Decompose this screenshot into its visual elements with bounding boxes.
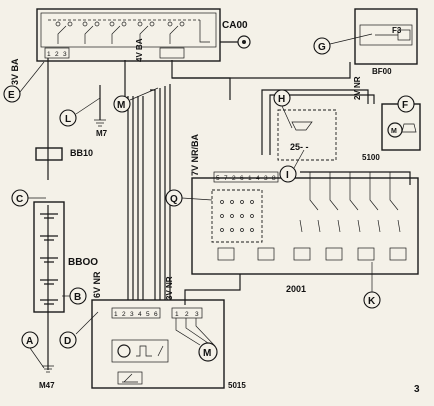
- callout-b: B: [62, 287, 87, 305]
- c5015-pin-6: 6: [154, 311, 158, 318]
- svg-text:Q: Q: [170, 194, 178, 205]
- c2001-label: 2001: [286, 284, 306, 294]
- m7-ground: M7: [94, 85, 108, 138]
- wire-7v-nrba-label: 7V NR/BA: [190, 133, 200, 176]
- ca00-label: CA00: [222, 20, 248, 31]
- bf00-label: BF00: [372, 67, 392, 76]
- c2001-pin-2: 2: [232, 175, 236, 182]
- callout-q: Q: [165, 189, 213, 207]
- dashed-relay-box: 25- -: [277, 109, 337, 161]
- bb10-connector: BB10: [35, 147, 93, 161]
- c2001-pin-0: 5: [216, 175, 220, 182]
- bb10-label: BB10: [70, 148, 93, 158]
- f3-label: F3: [392, 26, 402, 35]
- left-vertical-wire: [42, 58, 54, 373]
- main-harness: [122, 60, 351, 300]
- c5015-label: 5015: [228, 381, 246, 390]
- c2001-pin-5: 4: [256, 175, 260, 182]
- svg-text:M: M: [391, 128, 397, 135]
- svg-text:C: C: [16, 194, 23, 205]
- svg-text:M: M: [203, 348, 211, 359]
- bboo-battery: BBOO: [33, 201, 98, 313]
- svg-text:I: I: [286, 170, 289, 181]
- ca00-pin-2: 2: [55, 51, 59, 58]
- c2001-pin-1: 7: [224, 175, 228, 182]
- c5015-pin-3: 3: [130, 311, 134, 318]
- c2001-pin-4: 1: [248, 175, 252, 182]
- wire-4v-ba-label: 4V BA: [135, 38, 144, 62]
- bf00-fuse-box: F3 BF00: [354, 8, 418, 76]
- callout-l: L: [59, 97, 101, 127]
- c5015-right-pin-2: 2: [185, 311, 189, 318]
- svg-text:M: M: [117, 100, 125, 111]
- svg-text:L: L: [65, 114, 71, 125]
- callout-e: E: [3, 61, 45, 103]
- callout-f: F: [397, 95, 415, 113]
- c5015-pin-1: 1: [114, 311, 118, 318]
- callout-h: H: [273, 89, 293, 129]
- c2001-module: 5 7 2 6 1 4 3 8 2001: [191, 171, 419, 294]
- c5015-pin-4: 4: [138, 311, 142, 318]
- c5015-module: 1 2 3 4 5 6 1 2 3 M 5015: [91, 299, 246, 390]
- svg-text:G: G: [318, 42, 326, 53]
- c5015-right-pin-1: 1: [175, 311, 179, 318]
- svg-text:K: K: [368, 296, 376, 307]
- page-number: 3: [414, 384, 420, 395]
- callout-k: K: [363, 262, 381, 309]
- c5015-pin-5: 5: [146, 311, 150, 318]
- svg-text:A: A: [26, 336, 33, 347]
- svg-text:D: D: [64, 336, 71, 347]
- bboo-label: BBOO: [68, 257, 98, 268]
- svg-text:H: H: [278, 94, 285, 105]
- c2001-pin-6: 3: [264, 175, 268, 182]
- c5100-horn: M 5100: [261, 89, 421, 162]
- callout-g: G: [313, 33, 373, 55]
- m47-label: M47: [39, 381, 55, 390]
- wire-3v-ba-label: 3V BA: [10, 58, 20, 85]
- wire-2v-nr-label: 2V NR: [353, 76, 362, 100]
- callout-a: A: [21, 331, 45, 369]
- callout-c: C: [11, 189, 46, 207]
- ca00-switch-block: CA00 1 2 3: [36, 8, 251, 62]
- ca00-pin-3: 3: [63, 51, 67, 58]
- key-icon: [220, 35, 251, 49]
- callout-m: M: [113, 87, 159, 113]
- wire-3v-nr-label: 3V NR: [165, 276, 174, 300]
- c2001-pin-7: 8: [272, 175, 276, 182]
- c5015-pin-2: 2: [122, 311, 126, 318]
- c5100-label: 5100: [362, 153, 380, 162]
- svg-text:B: B: [74, 292, 81, 303]
- c2001-pin-3: 6: [240, 175, 244, 182]
- m7-label: M7: [96, 129, 108, 138]
- dash-25-label: 25- -: [290, 142, 309, 152]
- callout-i: I: [279, 149, 305, 183]
- ca00-pin-1: 1: [47, 51, 51, 58]
- svg-text:F: F: [402, 100, 408, 111]
- svg-text:E: E: [8, 90, 15, 101]
- callout-d: D: [59, 311, 99, 349]
- wire-6v-nr-label: 6V NR: [92, 271, 102, 298]
- c5015-right-pin-3: 3: [195, 311, 199, 318]
